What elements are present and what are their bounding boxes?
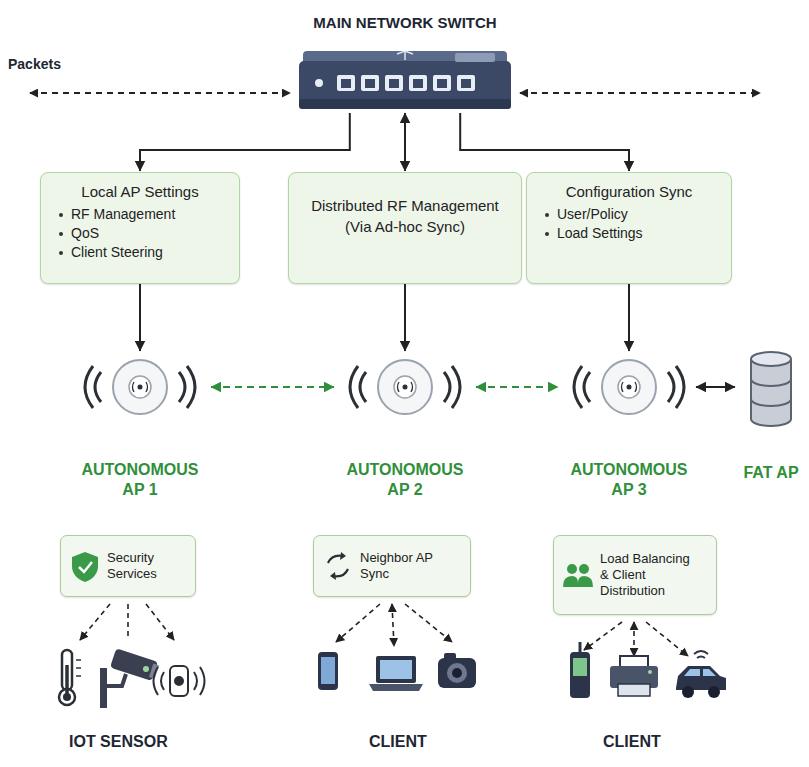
sensor-icon xyxy=(154,666,205,696)
bullet-dot xyxy=(545,213,549,217)
group-label: IOT SENSOR xyxy=(69,733,168,751)
connector xyxy=(460,113,629,171)
sync-icon xyxy=(322,550,354,582)
access-point: AUTONOMOUS AP 3 xyxy=(564,352,694,500)
settings-panel: Local AP Settings RF ManagementQoS Client … xyxy=(40,172,240,284)
bullet-item: RF Management xyxy=(59,206,227,222)
database-node: FAT AP xyxy=(737,345,805,483)
sync-link xyxy=(211,386,334,388)
bullet-dot xyxy=(59,251,63,255)
settings-panel: Distributed RF Management(Via Ad-hoc Syn… xyxy=(288,172,522,284)
shield-icon xyxy=(69,550,101,582)
connector xyxy=(628,284,630,351)
bullet-item: QoS xyxy=(59,225,227,241)
camera-icon xyxy=(438,653,476,688)
access-point-icon xyxy=(564,352,694,424)
access-point: AUTONOMOUS AP 1 xyxy=(75,352,205,500)
service-text: Load Balancing & Client Distribution xyxy=(600,551,700,599)
cctv-camera-icon xyxy=(100,648,160,708)
laptop-icon xyxy=(369,656,423,691)
panel-line: (Via Ad-hoc Sync) xyxy=(301,216,509,237)
connector xyxy=(140,113,350,171)
smartphone-icon xyxy=(318,652,338,690)
bullet-dot xyxy=(545,232,549,236)
handheld-device-icon xyxy=(570,642,590,698)
connector xyxy=(139,284,141,351)
switch-title: MAIN NETWORK SWITCH xyxy=(285,14,525,31)
sync-link xyxy=(476,386,558,388)
access-point-icon xyxy=(340,352,470,424)
people-icon xyxy=(562,559,594,591)
panel-heading: Distributed RF Management xyxy=(301,195,509,216)
connector xyxy=(404,113,406,171)
connector xyxy=(696,386,735,388)
ap-label: AUTONOMOUS AP 1 xyxy=(80,460,200,500)
bullet-dot xyxy=(59,232,63,236)
connector xyxy=(404,284,406,351)
settings-panel: Configuration SyncUser/PolicyLoad Settin… xyxy=(526,172,732,284)
panel-heading: Local AP Settings xyxy=(53,183,227,200)
network-switch: MAIN NETWORK SWITCH xyxy=(285,14,525,113)
fat-ap-label: FAT AP xyxy=(737,463,805,483)
panel-heading: Configuration Sync xyxy=(539,183,719,200)
service-text: Neighbor AP Sync xyxy=(360,550,440,582)
bullet-item: Load Settings xyxy=(545,225,719,241)
bullet-dot xyxy=(59,213,63,217)
ap-label: AUTONOMOUS AP 3 xyxy=(569,460,689,500)
access-point: AUTONOMOUS AP 2 xyxy=(340,352,470,500)
printer-icon xyxy=(610,656,658,696)
service-box: Load Balancing & Client Distribution xyxy=(553,535,717,615)
service-text: Security Services xyxy=(107,550,187,582)
ap-label: AUTONOMOUS AP 2 xyxy=(345,460,465,500)
service-box: Neighbor AP Sync xyxy=(313,535,471,597)
thermometer-icon xyxy=(59,650,81,705)
service-box: Security Services xyxy=(60,535,196,597)
database-icon xyxy=(737,345,805,429)
flow-label: Packets xyxy=(8,56,61,72)
bullet-item: Client Steering xyxy=(59,244,227,260)
car-icon xyxy=(676,651,726,698)
group-label: CLIENT xyxy=(603,733,661,751)
group-label: CLIENT xyxy=(369,733,427,751)
access-point-icon xyxy=(75,352,205,424)
switch-device xyxy=(285,43,525,113)
bullet-item: User/Policy xyxy=(545,206,719,222)
